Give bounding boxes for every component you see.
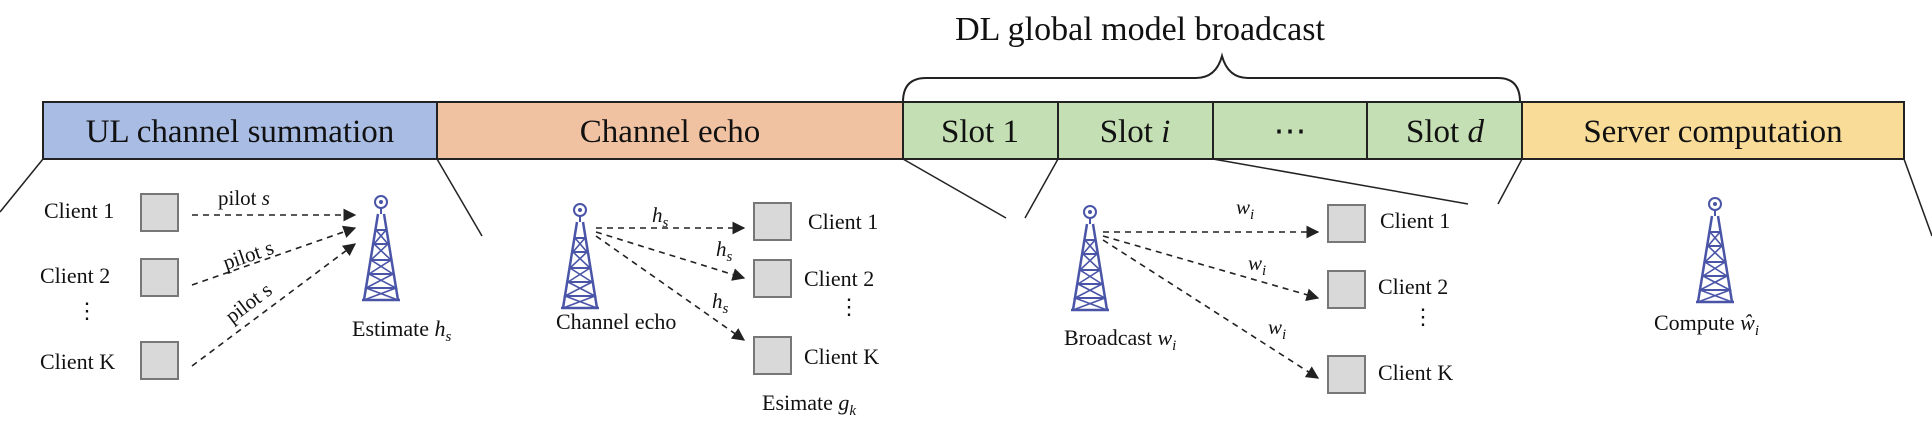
ul-client-k-box [140,341,179,380]
broadcast-w-label-1: wi [1236,195,1254,223]
segment-slot-d [1366,101,1523,160]
ul-client-2-label: Client 2 [40,263,110,288]
server-tower-icon [1694,196,1736,304]
broadcast-w-label-3: wi [1268,315,1286,343]
ul-arrow-3 [191,243,357,367]
echo-h-label-3: hs [712,289,729,317]
echo-vdots: ⋮ [838,294,860,319]
panel-ul: Client 1 Client 2 ⋮ Client K pilot s pil… [40,186,451,380]
segment-echo-label: Channel echo [580,114,761,150]
segment-slot-dots [1212,101,1368,160]
echo-h-label-1: hs [652,203,669,231]
ul-pilot-1-label: pilot s [218,186,270,210]
echo-tower-icon [559,202,601,310]
ul-pilot-3-label: pilot s [221,278,277,328]
broadcast-w-label-2: wi [1248,251,1266,279]
echo-client-1-box [753,202,792,241]
segment-echo [436,101,904,160]
segment-ul [42,101,438,160]
panel-echo: Channel echo hs hs hs Client 1 Client 2 … [556,202,879,419]
segment-slot-i-label: Slot i [1100,114,1171,150]
echo-client-2-label: Client 2 [804,266,874,291]
echo-caption: Channel echo [556,309,676,334]
segment-slot-1-label: Slot 1 [941,114,1019,150]
ul-tower-icon [360,194,402,302]
broadcast-client-2-box [1327,270,1366,309]
zoom-guides [0,158,1932,237]
ul-client-k-label: Client K [40,349,115,374]
segment-ul-label: UL channel summation [86,114,395,150]
ul-client-1-box [140,193,179,232]
ul-arrow-2 [191,225,357,286]
broadcast-caption: Broadcast wi [1064,325,1176,354]
segment-server-label: Server computation [1583,114,1842,150]
echo-arrow-2 [595,231,746,281]
ul-estimate-label: Estimate hs [352,316,451,345]
panel-server: Compute ŵi [1654,196,1759,339]
broadcast-arrow-2 [1102,235,1320,301]
broadcast-arrow-3 [1102,239,1320,379]
top-brace [902,52,1521,103]
ul-vdots: ⋮ [76,298,98,323]
panel-broadcast: Broadcast wi wi wi wi Client 1 Client 2 … [1064,195,1453,394]
broadcast-client-1-label: Client 1 [1380,208,1450,233]
broadcast-client-k-label: Client K [1378,360,1453,385]
broadcast-client-1-box [1327,204,1366,243]
server-caption: Compute ŵi [1654,310,1759,339]
segment-dots-label: ⋯ [1274,114,1307,150]
broadcast-tower-icon [1069,204,1111,312]
broadcast-vdots: ⋮ [1412,304,1434,329]
broadcast-client-k-box [1327,355,1366,394]
ul-client-1-label: Client 1 [44,198,114,223]
echo-h-label-2: hs [716,237,733,265]
segment-slot-d-label: Slot d [1406,114,1484,150]
top-title: DL global model broadcast [955,11,1325,48]
echo-client-1-label: Client 1 [808,209,878,234]
echo-client-k-box [753,336,792,375]
broadcast-client-2-label: Client 2 [1378,274,1448,299]
echo-client-k-label: Client K [804,344,879,369]
ul-client-2-box [140,258,179,297]
echo-arrow-3 [595,235,746,341]
segment-slot-1 [902,101,1059,160]
segment-server [1521,101,1905,160]
ul-pilot-2-label: pilot s [220,235,277,275]
echo-client-2-box [753,259,792,298]
echo-estimate-label: Esimate gk [762,390,856,419]
